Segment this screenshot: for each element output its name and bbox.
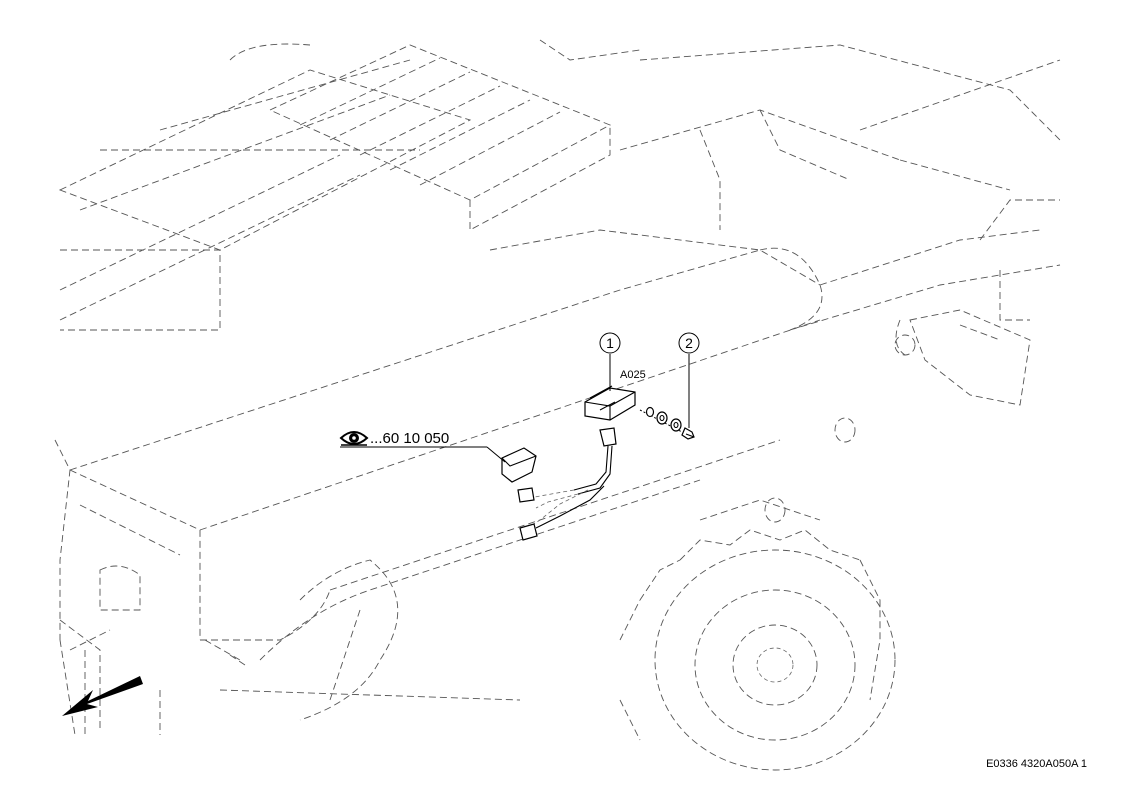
part-2-screw-washers (639, 406, 695, 440)
callout-2: 2 (678, 332, 700, 354)
svg-text:2: 2 (685, 335, 693, 351)
cross-reference: ...60 10 050 (339, 430, 506, 463)
svg-text:1: 1 (606, 335, 614, 351)
eye-icon (339, 431, 369, 446)
machine-outline (54, 39, 1061, 771)
part-1-control-unit (584, 385, 636, 421)
wiring-harness (501, 427, 617, 541)
reference-text: ...60 10 050 (370, 430, 449, 447)
callout-1-label: A025 (620, 369, 646, 381)
figure-code: E0336 4320A050A 1 (986, 758, 1087, 770)
arrow-left-down-icon (62, 676, 143, 716)
callout-1: 1 (599, 332, 621, 354)
wheel-outline (619, 499, 896, 771)
